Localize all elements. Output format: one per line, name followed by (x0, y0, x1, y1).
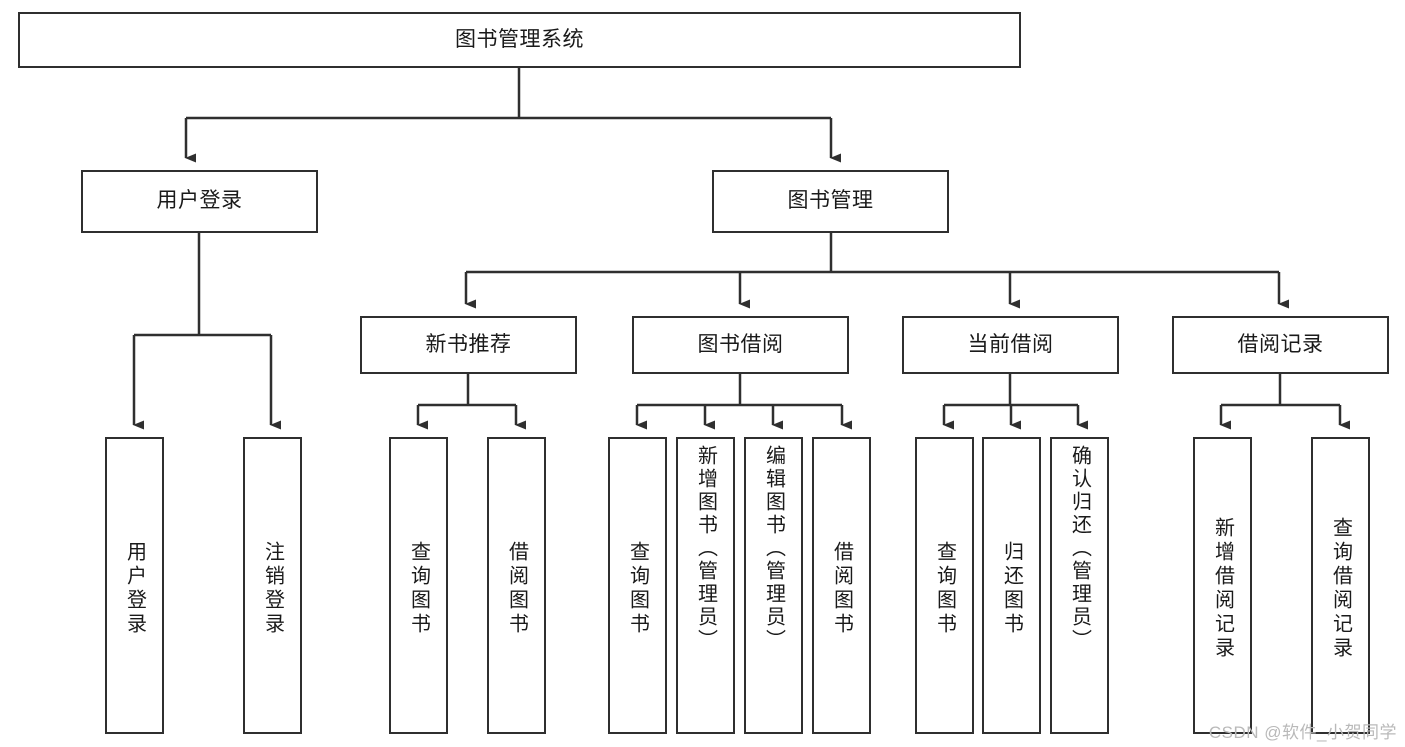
node-label: 编辑图书（管理员） (762, 445, 785, 652)
node-current-borrow[interactable]: 当前借阅 (902, 316, 1119, 374)
node-label: 归还图书 (1000, 540, 1023, 637)
node-label: 借阅图书 (830, 540, 853, 637)
node-leaf-add-book-admin[interactable]: 新增图书（管理员） (676, 437, 735, 734)
node-leaf-confirm-return-admin[interactable]: 确认归还（管理员） (1050, 437, 1109, 734)
node-label: 图书借阅 (697, 332, 784, 356)
node-label: 查询图书 (933, 540, 956, 637)
node-label: 图书管理 (787, 189, 874, 213)
node-label: 查询图书 (407, 540, 430, 637)
node-leaf-add-borrow-record[interactable]: 新增借阅记录 (1193, 437, 1252, 734)
node-leaf-edit-book-admin[interactable]: 编辑图书（管理员） (744, 437, 803, 734)
node-book-borrow[interactable]: 图书借阅 (632, 316, 849, 374)
node-label: 当前借阅 (967, 332, 1054, 356)
node-root-system[interactable]: 图书管理系统 (18, 12, 1021, 68)
connector-group-new-book (416, 374, 526, 430)
node-label: 用户登录 (156, 189, 243, 213)
connector-group-root (184, 68, 841, 163)
node-label: 新增图书（管理员） (694, 445, 717, 652)
node-label: 查询借阅记录 (1329, 516, 1352, 661)
node-label: 借阅图书 (505, 540, 528, 637)
node-label: 注销登录 (261, 540, 284, 637)
node-borrow-record[interactable]: 借阅记录 (1172, 316, 1389, 374)
node-book-management[interactable]: 图书管理 (712, 170, 949, 233)
node-label: 确认归还（管理员） (1068, 445, 1091, 652)
node-leaf-query-borrow-record[interactable]: 查询借阅记录 (1311, 437, 1370, 734)
node-leaf-query-book-current[interactable]: 查询图书 (915, 437, 974, 734)
connector-group-book-manage (464, 233, 1289, 309)
node-leaf-return-book[interactable]: 归还图书 (982, 437, 1041, 734)
node-label: 借阅记录 (1237, 332, 1324, 356)
node-label: 用户登录 (123, 540, 146, 637)
connector-group-current-borrow (942, 374, 1088, 430)
node-user-login[interactable]: 用户登录 (81, 170, 318, 233)
node-label: 新增借阅记录 (1211, 516, 1234, 661)
node-leaf-query-book-borrow[interactable]: 查询图书 (608, 437, 667, 734)
node-leaf-logout-login[interactable]: 注销登录 (243, 437, 302, 734)
connector-group-borrow-record (1219, 374, 1350, 430)
node-leaf-borrow-book-recommend[interactable]: 借阅图书 (487, 437, 546, 734)
node-leaf-query-book-recommend[interactable]: 查询图书 (389, 437, 448, 734)
node-leaf-borrow-book[interactable]: 借阅图书 (812, 437, 871, 734)
node-label: 新书推荐 (425, 332, 512, 356)
node-new-book-recommend[interactable]: 新书推荐 (360, 316, 577, 374)
connector-group-book-borrow (635, 374, 852, 430)
connector-group-user-login (132, 233, 281, 430)
node-label: 图书管理系统 (455, 27, 584, 51)
node-leaf-user-login[interactable]: 用户登录 (105, 437, 164, 734)
node-label: 查询图书 (626, 540, 649, 637)
